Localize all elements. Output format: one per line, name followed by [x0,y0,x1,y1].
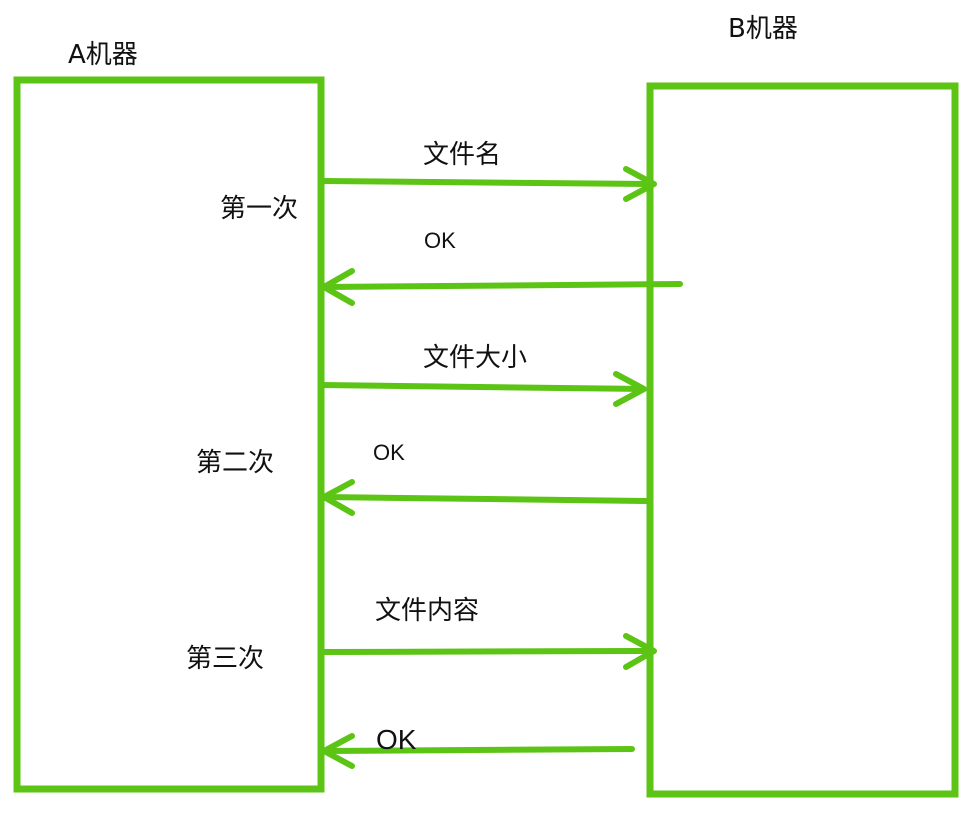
response-arrow-2 [321,479,651,516]
machine-a-title: A机器 [68,40,138,70]
response-label-1: OK [424,228,456,253]
request-label-3: 文件内容 [375,596,480,626]
machine-a-box [13,76,325,793]
response-label-3: OK [376,724,417,755]
request-arrow-2 [318,371,647,407]
request-arrow-1 [318,166,657,202]
request-arrow-3 [318,633,657,670]
machine-b-box [646,82,959,798]
round-label-2: 第二次 [196,448,275,478]
response-arrow-3 [321,733,635,769]
machine-b-title: B机器 [728,14,798,44]
request-label-2: 文件大小 [423,343,528,373]
response-arrow-1 [321,268,683,306]
response-label-2: OK [373,440,405,465]
round-label-3: 第三次 [186,644,265,674]
request-label-1: 文件名 [423,140,502,170]
round-label-1: 第一次 [220,194,299,224]
